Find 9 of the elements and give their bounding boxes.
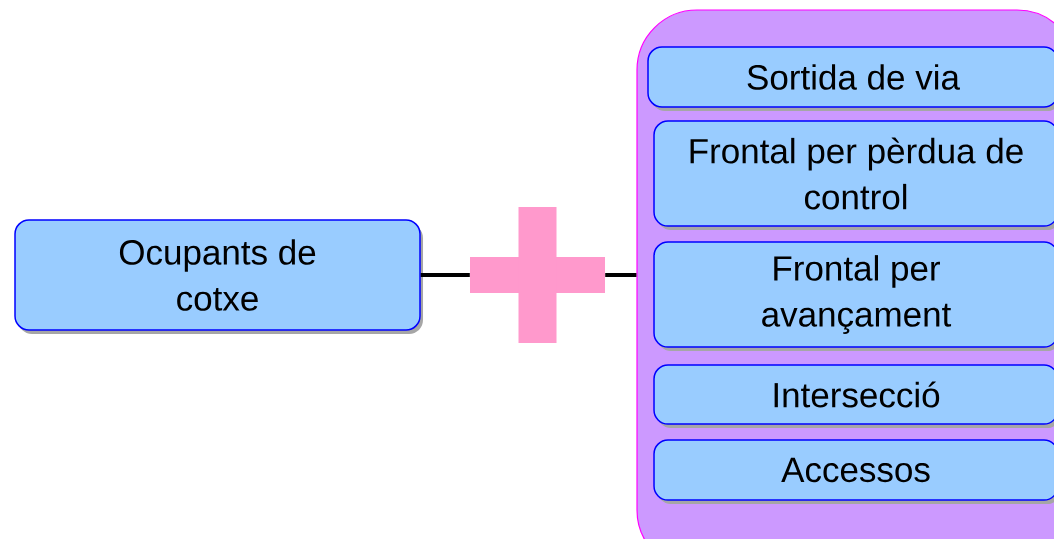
connector-line: [420, 273, 470, 277]
category-box: Intersecció: [653, 364, 1054, 428]
category-box: Frontal per avançament: [653, 241, 1054, 351]
group-box: Ocupants de cotxe: [14, 219, 423, 334]
category-box: Accessos: [653, 439, 1054, 504]
connector-line: [605, 273, 637, 277]
category-box: Sortida de via: [647, 46, 1054, 111]
plus-sign: [470, 207, 605, 343]
category-box: Frontal per pèrdua de control: [653, 120, 1054, 230]
